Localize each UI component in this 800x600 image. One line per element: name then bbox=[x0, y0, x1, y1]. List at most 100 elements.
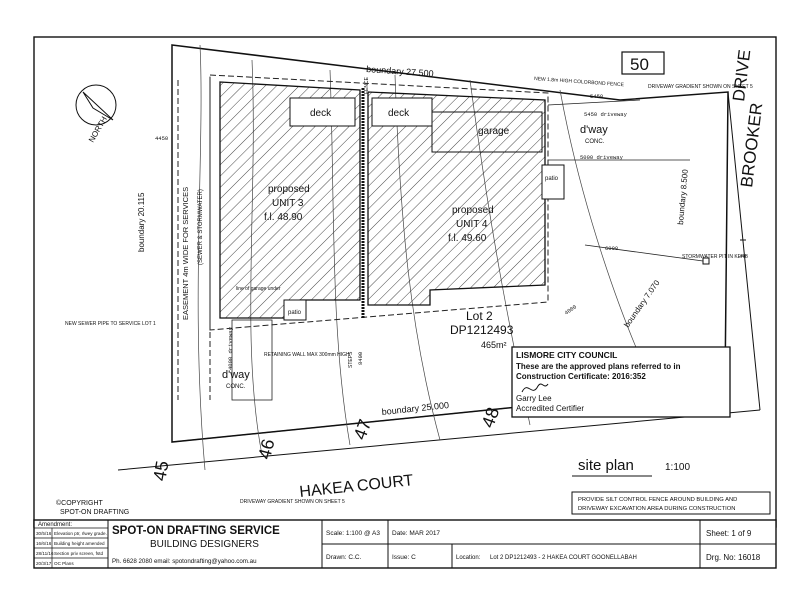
dim-5000-driveway: 5000 driveway bbox=[580, 154, 624, 161]
unit-4-deck-label: deck bbox=[388, 108, 410, 119]
stamp-text-1: These are the approved plans referred to… bbox=[516, 362, 681, 371]
amend-1-date: 30/5/16 bbox=[36, 531, 52, 536]
road-edge-line bbox=[117, 409, 761, 471]
amend-2-date: 16/6/16 bbox=[36, 541, 52, 546]
amend-2-text: Building height amended bbox=[54, 541, 105, 546]
amendments-header: Amendment: bbox=[38, 522, 72, 528]
garage-outline bbox=[431, 111, 543, 153]
gradient-note-top: DRIVEWAY GRADIENT SHOWN ON SHEET 5 bbox=[648, 84, 753, 90]
unit-3-patio-label: patio bbox=[288, 310, 302, 316]
contour-label-45: 45 bbox=[149, 459, 172, 482]
boundary-left-label: boundary 20.115 bbox=[137, 192, 146, 252]
date-field: Date: MAR 2017 bbox=[392, 530, 440, 537]
amend-1-text: Elevation ptr, rlwey grade. bbox=[54, 531, 107, 536]
silt-note-1: PROVIDE SILT CONTROL FENCE AROUND BUILDI… bbox=[578, 497, 737, 503]
contour-45 bbox=[197, 44, 206, 471]
drive-label: DRIVE bbox=[729, 49, 754, 103]
lot-50-box bbox=[621, 51, 665, 75]
drawn-field: Drawn: C.C. bbox=[326, 554, 362, 561]
north-arrow: NORTH bbox=[75, 84, 117, 144]
silt-note-box bbox=[571, 491, 771, 515]
brooker-label: BROOKER bbox=[737, 102, 766, 189]
company-contact: Ph. 6628 2080 email: spotondrafting@yaho… bbox=[112, 558, 257, 565]
dim-4000-driveway: 4000 driveway bbox=[227, 326, 234, 370]
garage-under-note: line of garage under bbox=[236, 286, 281, 292]
amend-3-text: Section priv screen, fstd bbox=[54, 551, 103, 556]
dim-4000: 4000 bbox=[563, 303, 578, 316]
title-block: Amendment: 30/5/16 Elevation ptr, rlwey … bbox=[33, 519, 777, 569]
boundary-right-lower-label: boundary 7.070 bbox=[622, 278, 662, 329]
unit-4-proposed: proposed bbox=[452, 205, 494, 216]
lot-label-2: DP1212493 bbox=[450, 323, 514, 337]
signature bbox=[521, 383, 549, 393]
unit-4-footprint bbox=[367, 91, 546, 306]
company-sub: BUILDING DESIGNERS bbox=[150, 539, 259, 550]
stamp-signer: Garry Lee bbox=[516, 394, 552, 403]
copyright-1: ©COPYRIGHT bbox=[56, 499, 103, 507]
retaining-note: RETAINING WALL MAX 300mm HIGH bbox=[264, 352, 350, 358]
unit-3-patio bbox=[283, 299, 307, 321]
dim-6000: 6000 bbox=[605, 245, 618, 252]
dim-8400: 8400 bbox=[357, 352, 364, 365]
unit-3-driveway bbox=[231, 319, 273, 401]
amend-4-date: 20/3/17 bbox=[36, 561, 52, 566]
unit-4-fl: f.l. 49.60 bbox=[448, 233, 487, 244]
silt-note-2: DRIVEWAY EXCAVATION AREA DURING CONSTRUC… bbox=[578, 506, 735, 512]
location-field: Lot 2 DP1212493 - 2 HAKEA COURT GOONELLA… bbox=[490, 555, 637, 561]
dway-right-label: d'way bbox=[580, 124, 608, 136]
easement-sub-label: (SEWER & STORMWATER) bbox=[198, 189, 204, 265]
scale-field: Scale: 1:100 @ A3 bbox=[326, 530, 380, 537]
stamp-title: LISMORE CITY COUNCIL bbox=[516, 350, 617, 360]
dim-5450: 5450 bbox=[590, 93, 603, 100]
unit-3-deck-label: deck bbox=[310, 108, 332, 119]
north-label: NORTH bbox=[87, 115, 109, 144]
amend-3-date: 28/11/16 bbox=[36, 551, 54, 556]
dim-5450-driveway: 5450 driveway bbox=[584, 111, 628, 118]
lot-boundary bbox=[171, 44, 729, 443]
site-plan-scale: 1:100 bbox=[665, 462, 690, 473]
lot-label-1: Lot 2 bbox=[466, 309, 493, 323]
dway-left-conc: CONC. bbox=[226, 384, 246, 390]
brooker-road-edge bbox=[727, 91, 761, 411]
unit-4-name: UNIT 4 bbox=[456, 219, 488, 230]
lot-area: 465m² bbox=[481, 340, 507, 350]
dim-4450: 4450 bbox=[155, 135, 168, 142]
unit-4-patio-label: patio bbox=[545, 176, 559, 182]
unit-4-patio bbox=[541, 164, 565, 200]
unit-3-fl: f.l. 48.90 bbox=[264, 212, 303, 223]
unit-3-deck bbox=[289, 97, 356, 127]
setback-envelope bbox=[209, 74, 549, 331]
dway-left-label: d'way bbox=[222, 369, 250, 381]
sheet-field: Sheet: 1 of 9 bbox=[706, 529, 752, 538]
unit-3-proposed: proposed bbox=[268, 184, 310, 195]
stamp-role: Accredited Certifier bbox=[516, 404, 584, 413]
fence-note: NEW 1.8m HIGH COLORBOND FENCE bbox=[534, 76, 625, 88]
issue-field: Issue: C bbox=[392, 554, 416, 561]
boundary-right-upper-label: boundary 8.500 bbox=[676, 168, 690, 225]
copyright-2: SPOT-ON DRAFTING bbox=[60, 509, 129, 516]
company-name: SPOT-ON DRAFTING SERVICE bbox=[112, 525, 280, 537]
council-approval-stamp: LISMORE CITY COUNCIL These are the appro… bbox=[511, 346, 731, 418]
stamp-text-2: Construction Certificate: 2016:352 bbox=[516, 372, 646, 381]
dway-right-conc: CONC. bbox=[585, 139, 605, 145]
hakea-court-label: HAKEA COURT bbox=[299, 472, 415, 501]
sewer-note: NEW SEWER PIPE TO SERVICE LOT 1 bbox=[65, 321, 156, 327]
storm-line bbox=[584, 244, 704, 262]
amend-4-text: OC Plans bbox=[54, 561, 74, 566]
garage-label: garage bbox=[478, 126, 510, 137]
boundary-top-label: boundary 27.500 bbox=[366, 64, 434, 79]
contour-label-46: 46 bbox=[254, 437, 279, 462]
easement-label: EASEMENT 4m WIDE FOR SERVICES bbox=[181, 187, 190, 320]
gradient-note-bottom: DRIVEWAY GRADIENT SHOWN ON SHEET 5 bbox=[240, 499, 345, 505]
unit-3-name: UNIT 3 bbox=[272, 198, 304, 209]
site-plan-title: site plan bbox=[578, 457, 634, 474]
location-label: Location: bbox=[456, 555, 481, 561]
driveway-upper-edge bbox=[547, 99, 641, 106]
lot-50-number: 50 bbox=[630, 55, 649, 74]
contour-label-47: 47 bbox=[350, 417, 376, 443]
steps-label: STEPS bbox=[348, 351, 354, 368]
storm-note: STORMWATER PIT IN KERB bbox=[682, 254, 749, 260]
fence-label: FENCE bbox=[364, 76, 370, 94]
drawing-number: Drg. No: 16018 bbox=[706, 553, 761, 562]
